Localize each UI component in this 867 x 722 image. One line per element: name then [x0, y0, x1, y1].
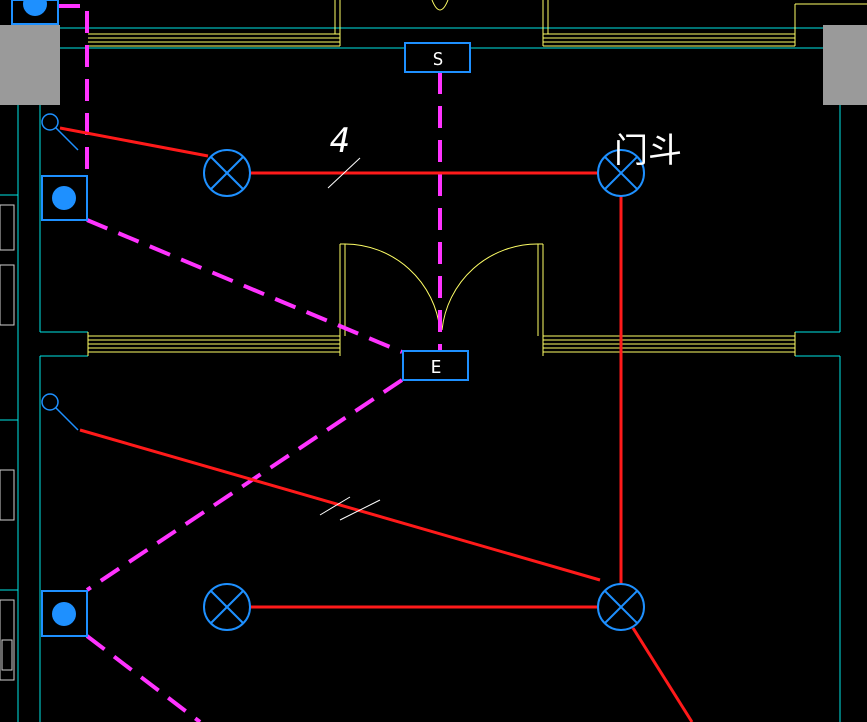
wire-switch-to-lamp1 [59, 126, 209, 158]
wire-tick-2 [339, 499, 381, 521]
door-jambs [339, 243, 544, 356]
emergency-light-icon [41, 175, 88, 221]
structural-column-right [823, 25, 867, 105]
wall-switches [41, 113, 79, 431]
exit-sign-s-label: S [433, 49, 444, 70]
exit-sign-e: E [402, 350, 469, 381]
wire-switch2-to-lamp4 [79, 428, 601, 582]
ceiling-lamp-icon [597, 583, 645, 631]
exit-sign-s: S [404, 42, 471, 73]
ceiling-lamp-icon [203, 149, 251, 197]
door-swing-right [441, 243, 539, 331]
left-edge-fixture-1 [0, 204, 15, 251]
door-swing-left [344, 243, 441, 331]
annotations: 4 门斗 [319, 121, 682, 521]
window-top-right [542, 0, 867, 47]
ceiling-lamp-icon [597, 149, 645, 197]
wire-tick-1 [319, 496, 351, 516]
ceiling-lamp-icon [203, 583, 251, 631]
emergency-lights [11, 0, 88, 637]
exit-sign-e-label: E [431, 357, 442, 378]
window-middle-right [543, 332, 796, 356]
wire-count-label: 4 [330, 121, 350, 161]
emergency-wire-down [85, 634, 202, 722]
emergency-light-icon [41, 590, 88, 637]
ceiling-lamps [203, 149, 645, 631]
emergency-wiring [58, 4, 442, 722]
switch-lower-icon [41, 393, 79, 431]
window-middle-left [87, 332, 340, 356]
door-swing-top [431, 0, 449, 11]
wire-count-tick [327, 157, 361, 189]
left-edge-fixtures [0, 204, 15, 681]
switch-upper-icon [41, 113, 79, 151]
emergency-wire-to-e [86, 218, 403, 354]
left-edge-fixture-2 [0, 264, 15, 326]
emergency-wire-top-left [58, 4, 89, 176]
door-swings [344, 0, 539, 331]
structural-column-left [0, 25, 60, 105]
window-top-left [88, 0, 341, 47]
wire-lamp4-down [631, 627, 694, 722]
windows [87, 0, 867, 356]
left-edge-fixture-3 [0, 469, 15, 521]
emergency-wire-e-to-lower [85, 378, 404, 592]
emergency-light-icon [11, 0, 59, 25]
left-edge-fixture-4 [0, 599, 15, 681]
lighting-wiring [59, 126, 694, 722]
handwritten-note: 门斗 [614, 131, 682, 171]
left-edge-fixture-5 [1, 639, 13, 671]
